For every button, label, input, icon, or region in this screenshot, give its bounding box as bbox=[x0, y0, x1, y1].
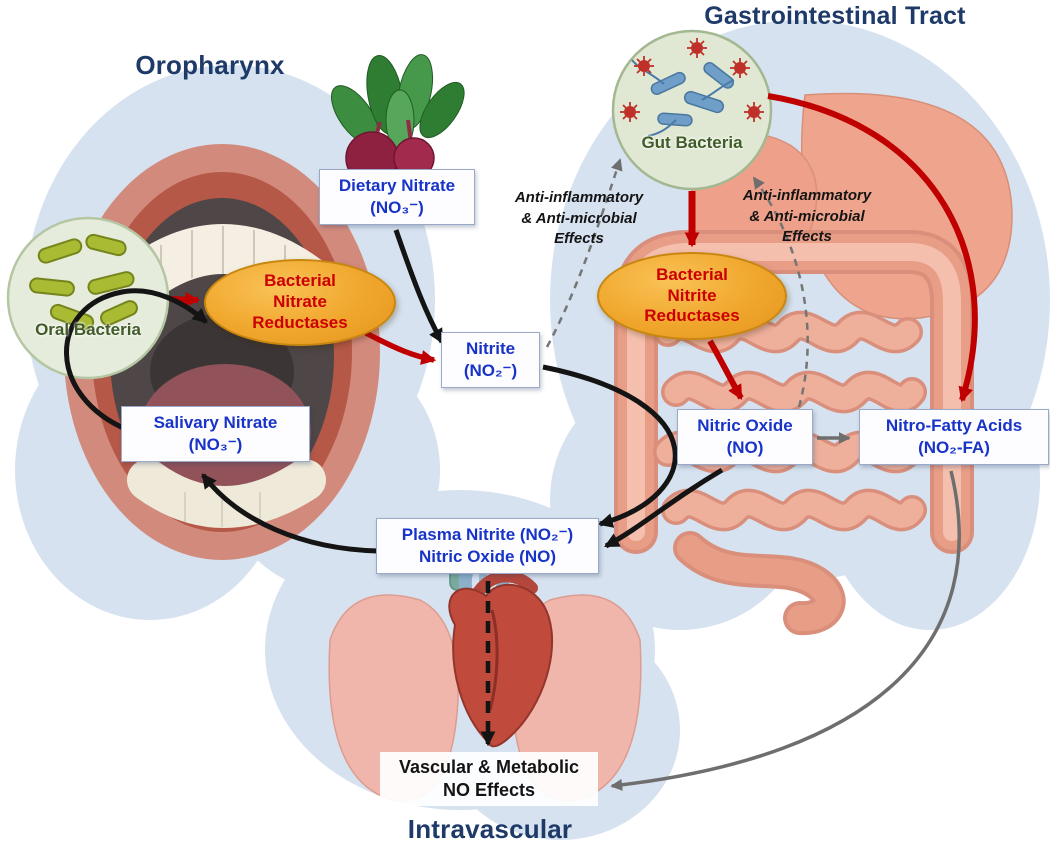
gut-bacteria-illustration bbox=[611, 29, 773, 191]
arrow-salivary-nitrate-to-nitrate-reductases bbox=[64, 288, 208, 433]
arrow-nitric-oxide-to-plasma bbox=[604, 467, 724, 549]
arrow-gut-bacteria-to-nitro-fatty-acids bbox=[767, 93, 978, 403]
oral-bacteria-illustration bbox=[6, 216, 170, 380]
beets-illustration bbox=[331, 54, 465, 204]
pathway-arrows bbox=[64, 93, 978, 791]
arrow-nitrite-to-plasma bbox=[542, 364, 678, 528]
arrow-plasma-to-salivary-nitrate bbox=[201, 473, 379, 554]
arrow-nitric-oxide-to-gut-bacteria-dashed bbox=[752, 176, 809, 408]
arrow-nitro-fatty-acids-to-vascular-effects bbox=[610, 470, 961, 791]
arrow-nitrite-reductases-to-nitric-oxide bbox=[707, 339, 744, 400]
arrow-dietary-nitrate-to-nitrite bbox=[393, 229, 445, 344]
